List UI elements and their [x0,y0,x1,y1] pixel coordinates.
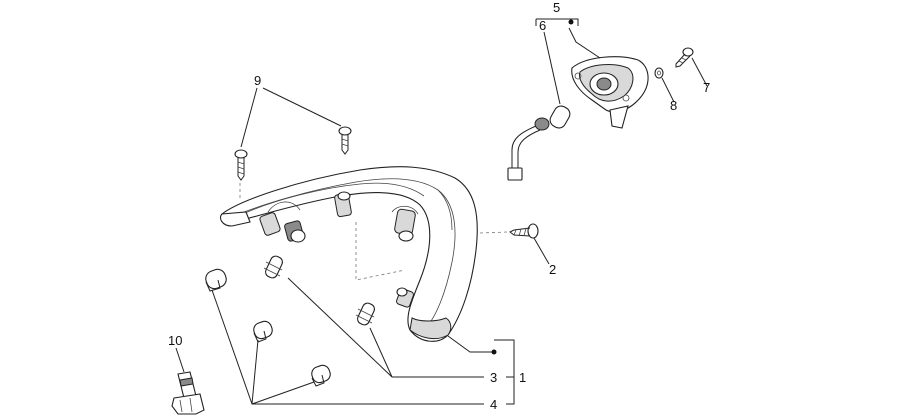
wedge-bulb-2 [355,302,375,326]
callout-7: 7 [703,80,710,95]
callout-9: 9 [254,73,261,88]
screw-right [338,126,352,155]
screw-side [479,223,539,239]
bulb-2 [253,320,273,343]
bulb-1 [205,268,227,292]
callout-6: 6 [539,18,546,33]
plate-bulb-with-cable [507,105,571,181]
bulb-3 [311,364,331,387]
housing-socket-right [391,205,419,242]
callout-3: 3 [490,370,497,385]
housing-socket-lower [396,287,414,308]
washer [654,67,664,79]
callout-8: 8 [670,98,677,113]
bullet-dot-5 [568,19,574,25]
callout-5: 5 [553,0,560,15]
housing-socket-center [334,191,352,218]
screw-small [675,47,694,68]
wedge-bulb-1 [263,255,283,279]
clip-fastener [171,371,205,415]
callout-1: 1 [519,370,526,385]
callout-labels: 1 2 3 4 5 6 7 8 9 10 [168,0,710,412]
housing-socket-left [259,201,306,243]
license-plate-light [571,56,649,129]
callout-2: 2 [549,262,556,277]
callout-10: 10 [168,333,182,348]
bullet-dot-1 [491,349,497,355]
leader-lines [175,18,708,405]
screw-left [234,149,248,181]
tail-light-housing [219,166,478,342]
callout-4: 4 [490,397,497,412]
